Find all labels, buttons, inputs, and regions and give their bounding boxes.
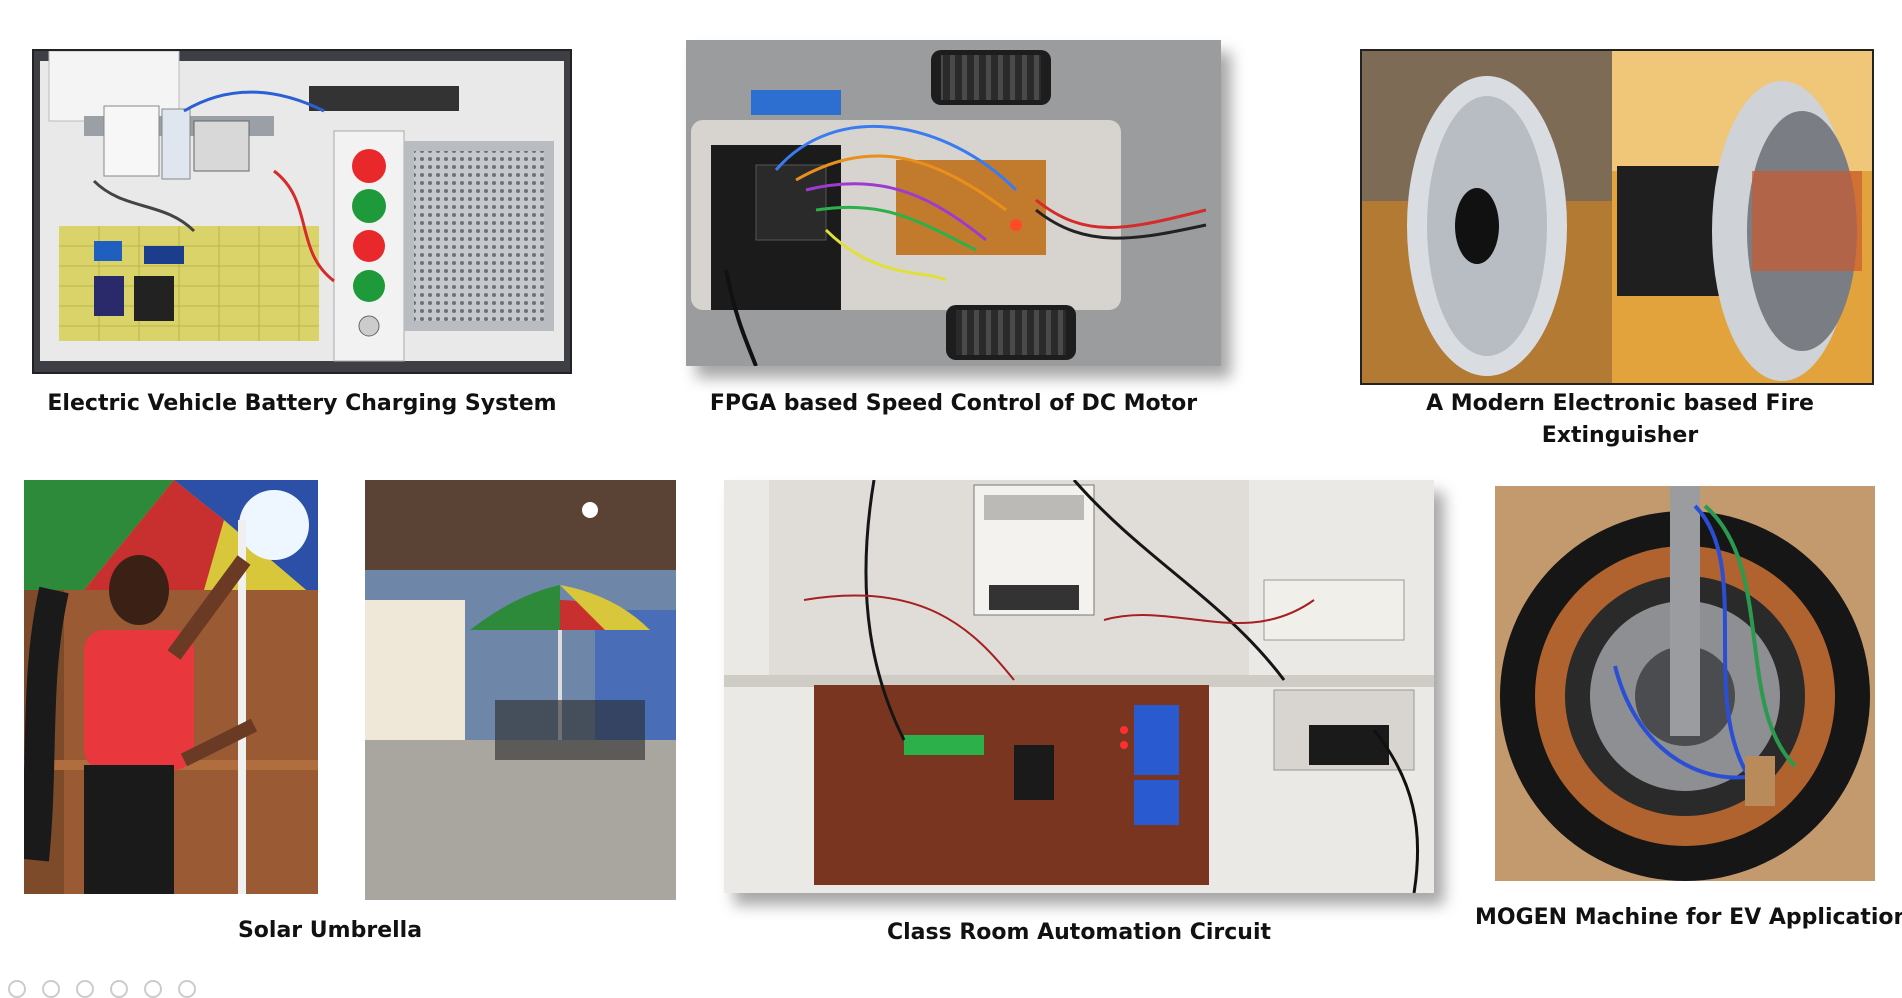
carousel-dot[interactable] bbox=[144, 980, 162, 998]
carousel-dots bbox=[8, 980, 196, 998]
solar-umbrella-photo-1 bbox=[24, 480, 318, 894]
fpga-motor-caption: FPGA based Speed Control of DC Motor bbox=[709, 391, 1198, 416]
carousel-dot[interactable] bbox=[76, 980, 94, 998]
ev-charging-caption: Electric Vehicle Battery Charging System bbox=[47, 391, 557, 416]
solar-umbrella-caption: Solar Umbrella bbox=[237, 918, 423, 943]
mogen-photo bbox=[1495, 486, 1875, 881]
fire-extinguisher-caption: A Modern Electronic based Fire Extinguis… bbox=[1426, 391, 1814, 448]
solar-umbrella-photo-2 bbox=[365, 480, 676, 900]
classroom-automation-caption: Class Room Automation Circuit bbox=[886, 920, 1271, 945]
mogen-caption: MOGEN Machine for EV Applications bbox=[1475, 905, 1902, 930]
carousel-dot[interactable] bbox=[8, 980, 26, 998]
carousel-dot[interactable] bbox=[110, 980, 128, 998]
carousel-dot[interactable] bbox=[178, 980, 196, 998]
classroom-automation-photo bbox=[724, 480, 1434, 893]
fire-extinguisher-photo bbox=[1360, 49, 1874, 385]
fpga-motor-photo bbox=[686, 40, 1221, 366]
ev-charging-photo bbox=[32, 49, 572, 374]
carousel-dot[interactable] bbox=[42, 980, 60, 998]
